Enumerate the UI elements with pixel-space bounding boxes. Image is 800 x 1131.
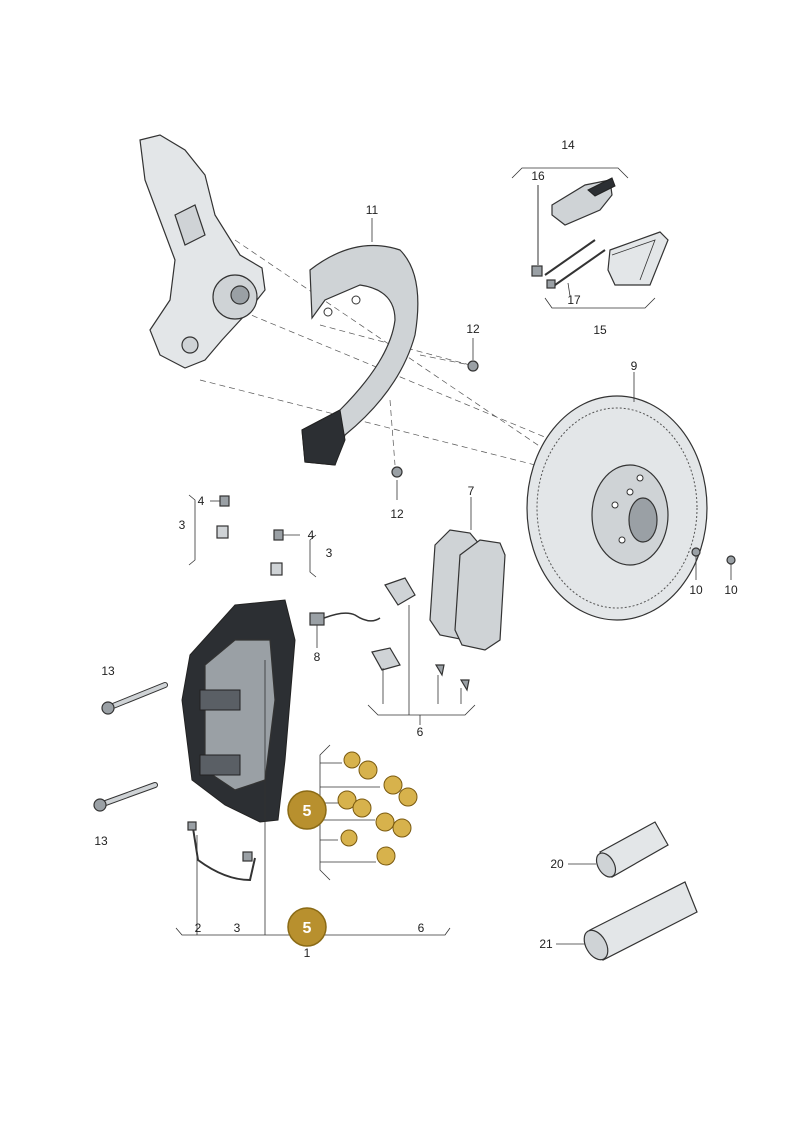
screw-12-bottom[interactable] [391,466,403,500]
label-10-left: 10 [689,583,703,597]
splash-shield[interactable] [301,244,419,466]
label-3-left: 3 [179,518,186,532]
grease-tube-21[interactable] [556,881,698,964]
callout-5-bottom[interactable]: 5 [287,907,327,947]
brake-disc[interactable] [526,395,708,621]
label-14: 14 [561,138,575,152]
brake-hose[interactable] [187,821,256,882]
grease-tube-20[interactable] [568,821,669,880]
wear-sensor[interactable] [309,612,381,648]
wear-indicator-group[interactable] [511,167,669,309]
label-21: 21 [539,937,553,951]
label-16: 16 [531,169,545,183]
label-3-right: 3 [326,546,333,560]
label-1: 1 [304,946,311,960]
label-11: 11 [366,203,379,217]
label-20: 20 [550,857,564,871]
brake-caliper[interactable] [181,599,296,823]
label-10-right: 10 [724,583,738,597]
part-labels: 11 12 12 9 10 10 14 16 17 15 7 4 3 4 3 8… [94,138,738,960]
label-13-top: 13 [101,664,115,678]
label-6-bottom: 6 [418,921,425,935]
svg-text:5: 5 [303,803,312,820]
label-2: 2 [195,921,202,935]
piston-seal-kit[interactable] [319,744,418,881]
label-9: 9 [631,359,638,373]
callout-5-top[interactable]: 5 [287,790,327,830]
label-leaders [210,218,635,536]
label-17: 17 [567,293,581,307]
bolt-10-left[interactable] [691,547,701,580]
screw-12-top[interactable] [467,338,479,372]
label-12-bottom: 12 [390,507,404,521]
label-4-left: 4 [198,494,205,508]
bleeder-valve-left[interactable] [188,494,230,566]
label-3-bottom: 3 [234,921,241,935]
label-6-mid: 6 [417,725,424,739]
bolt-10-right[interactable] [726,555,736,580]
alignment-lines [199,239,601,471]
caliper-bolt-bottom[interactable] [93,782,158,812]
caliper-bolt-top[interactable] [101,682,168,715]
label-4-right: 4 [308,528,315,542]
svg-text:5: 5 [303,920,312,937]
label-13-bottom: 13 [94,834,108,848]
brake-pads[interactable] [429,497,506,651]
pad-spring-clips[interactable] [367,577,476,725]
label-7: 7 [468,484,475,498]
label-12-top: 12 [466,322,480,336]
label-15: 15 [593,323,607,337]
label-8: 8 [314,650,321,664]
steering-knuckle[interactable] [139,134,266,369]
